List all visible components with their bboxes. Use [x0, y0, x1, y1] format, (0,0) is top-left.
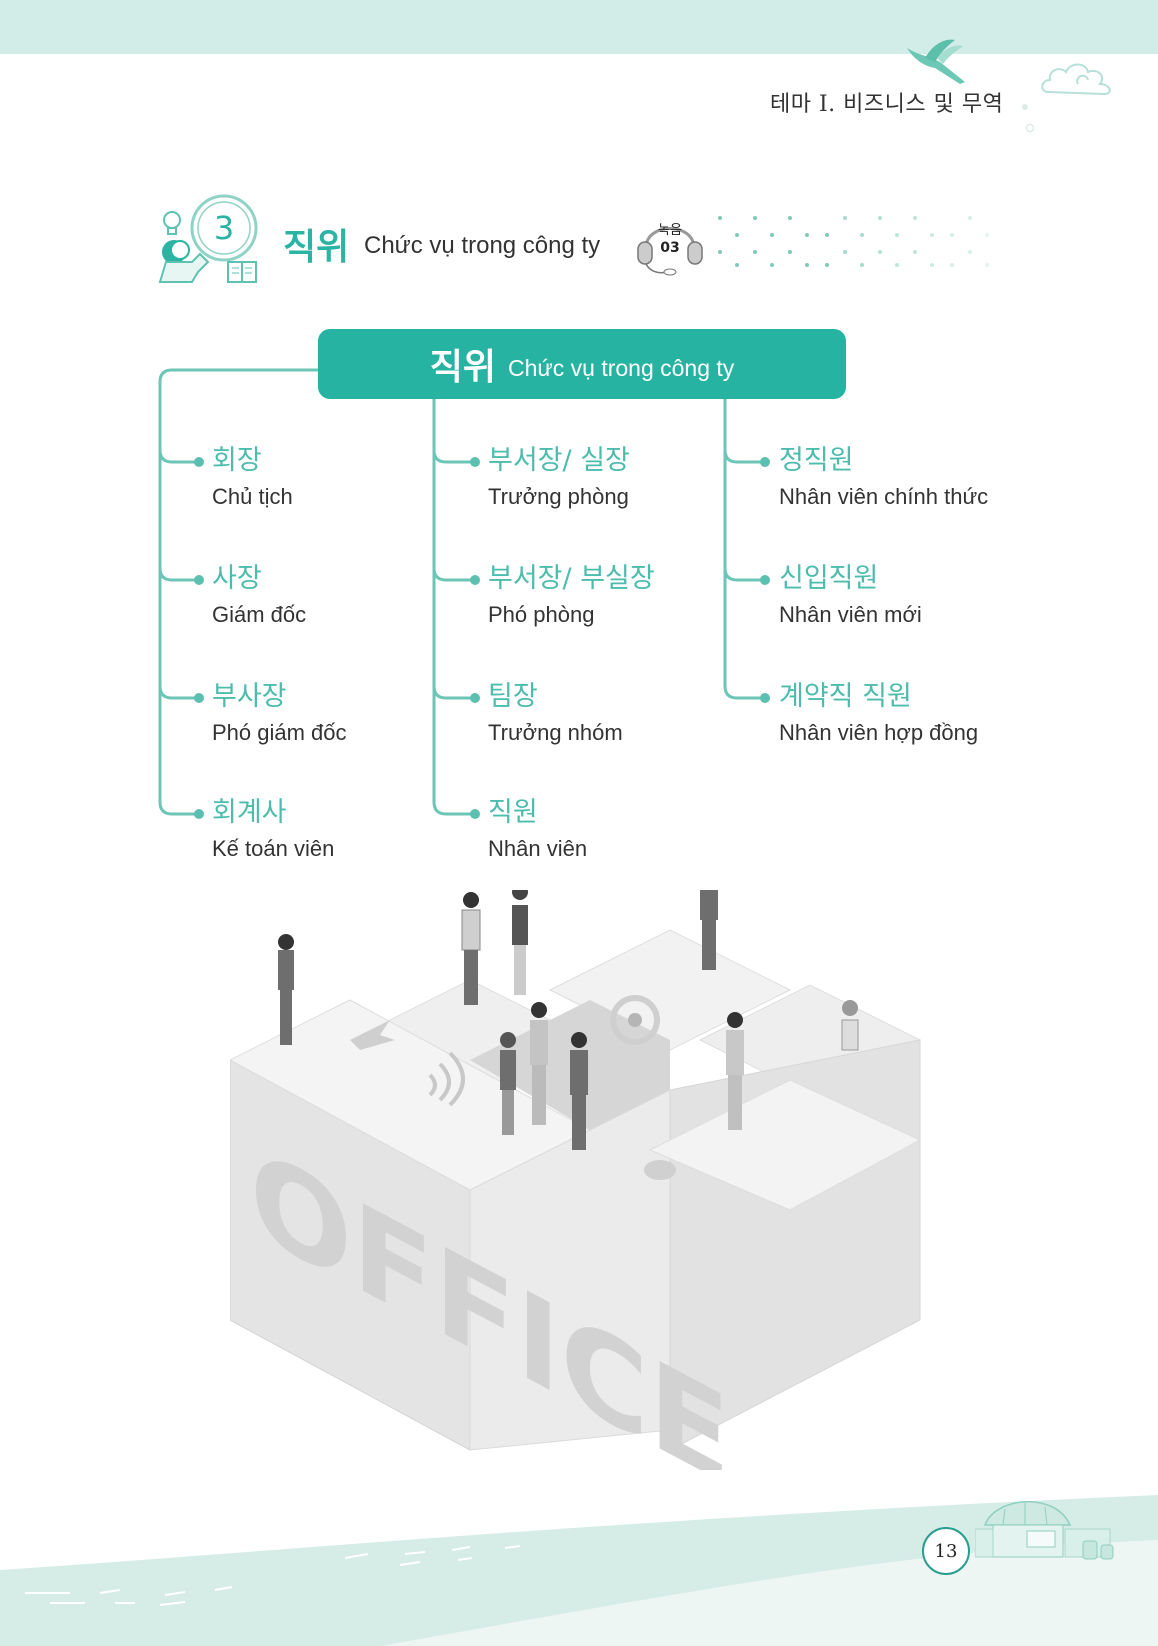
section-title-korean: 직위 [283, 227, 350, 268]
position-item: 신입직원 Nhân viên mới [779, 562, 922, 630]
bird-icon [907, 39, 965, 84]
position-item: 팀장 Trưởng nhóm [488, 680, 623, 748]
position-korean: 회계사 [212, 797, 287, 828]
position-vietnamese: Kế toán viên [212, 836, 335, 861]
position-korean: 팀장 [488, 681, 538, 712]
root-title-korean: 직위 [429, 347, 496, 388]
position-item: 회계사 Kế toán viên [212, 796, 334, 864]
svg-text:3: 3 [214, 209, 234, 247]
position-item: 부서장/ 부실장 Phó phòng [488, 562, 655, 630]
section-number-icon: 3 [158, 194, 258, 283]
position-item: 계약직 직원 Nhân viên hợp đồng [779, 680, 978, 748]
cloud-icon [1041, 63, 1111, 96]
top-band [0, 0, 1158, 54]
position-korean: 사장 [212, 563, 262, 594]
position-item: 부서장/ 실장 Trưởng phòng [488, 444, 630, 512]
page-number: 13 [922, 1527, 970, 1575]
position-vietnamese: Phó giám đốc [212, 720, 347, 745]
dot-pattern [718, 216, 989, 267]
position-item: 부사장 Phó giám đốc [212, 680, 347, 748]
decor-dot [1022, 104, 1028, 110]
decor-dot [1026, 124, 1034, 132]
office-illustration: OFFICE [230, 890, 922, 1470]
position-vietnamese: Phó phòng [488, 602, 595, 627]
position-item: 직원 Nhân viên [488, 796, 587, 864]
audio-track-number: 03 [660, 240, 680, 256]
theme-title: 테마 I. 비즈니스 및 무역 [770, 92, 1004, 117]
audio-label: 녹음 [658, 223, 682, 238]
position-vietnamese: Nhân viên [488, 836, 588, 861]
position-item: 정직원 Nhân viên chính thức [779, 444, 988, 512]
position-korean: 직원 [488, 797, 538, 828]
position-item: 사장 Giám đốc [212, 562, 306, 630]
position-vietnamese: Chủ tịch [212, 484, 293, 509]
root-title-vietnamese: Chức vụ trong công ty [507, 354, 735, 381]
position-vietnamese: Trưởng phòng [488, 484, 629, 509]
position-vietnamese: Nhân viên chính thức [779, 484, 989, 509]
position-korean: 부서장/ 실장 [488, 445, 630, 476]
headphones-icon [637, 227, 703, 276]
diagram-root-box: 직위 Chức vụ trong công ty [318, 329, 846, 399]
position-korean: 부서장/ 부실장 [488, 563, 655, 594]
position-vietnamese: Giám đốc [212, 602, 307, 627]
house-icon [975, 1501, 1114, 1560]
position-korean: 정직원 [779, 445, 854, 476]
position-korean: 계약직 직원 [779, 681, 912, 712]
position-korean: 신입직원 [779, 563, 879, 594]
position-vietnamese: Nhân viên hợp đồng [779, 720, 979, 745]
audio-track-button[interactable]: 녹음 03 [636, 212, 704, 276]
position-item: 회장 Chủ tịch [212, 444, 293, 512]
position-vietnamese: Nhân viên mới [779, 602, 922, 627]
section-title-vietnamese: Chức vụ trong công ty [364, 232, 601, 259]
position-vietnamese: Trưởng nhóm [488, 720, 623, 745]
position-korean: 회장 [212, 445, 262, 476]
position-korean: 부사장 [212, 681, 287, 712]
